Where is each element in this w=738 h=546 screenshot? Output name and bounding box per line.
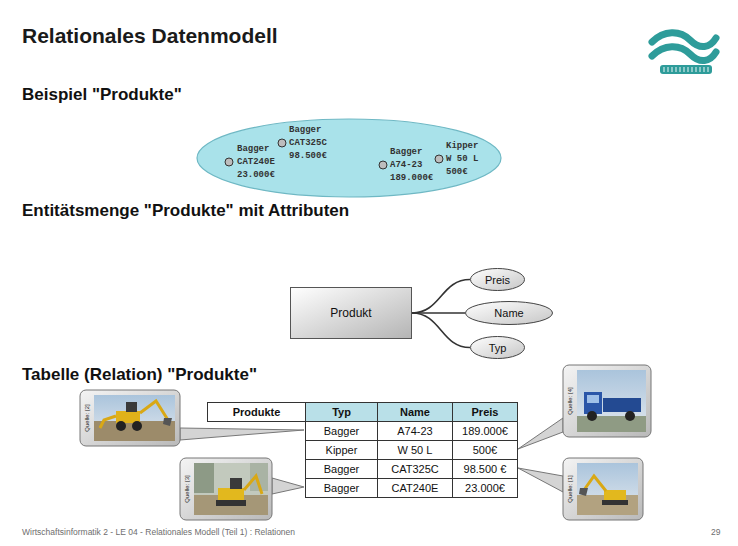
table-cell-frame: 500€ [452,440,518,460]
column-header: Name [400,406,430,418]
photo-callout [518,458,643,520]
column-header: Typ [332,406,351,418]
table-cell: Bagger [324,425,359,437]
entity-rect [291,288,412,339]
table-cell-frame: Produkte [207,402,306,422]
node-text-holder: Typ [489,342,507,354]
attribute-link [412,280,470,314]
table-cell-frame: A74-23 [377,421,453,441]
table-cell-frame: CAT325C [377,459,453,479]
table-cell-frame: Typ [305,402,378,422]
logo [652,33,716,74]
table-cell-frame: Bagger [305,421,378,441]
slide-title: Relationales Datenmodell [22,24,278,48]
attribute-name: Name [494,307,523,319]
table-cell-frame: 189.000€ [452,421,518,441]
page-number: 29 [711,527,720,537]
attribute-ellipse: Name [465,301,553,325]
table-cell-frame: Bagger [305,478,378,498]
title-holder: Relationales Datenmodell [22,24,278,48]
set-ellipse [197,119,501,197]
footer-text: Wirtschaftsinformatik 2 - LE 04 - Relati… [22,527,295,537]
label-holder: Quelle: [2] [84,404,90,431]
attribute-ellipse: Preis [470,268,525,291]
label-holder: Beispiel "Produkte" [22,86,182,105]
entity-item: Bagger CAT325C 98.500€ [289,124,332,163]
entity-marker [225,158,233,166]
entity-item: Kipper W 50 L 500€ [446,140,489,179]
entity-box: Produkt [290,287,412,339]
table-cell: A74-23 [397,425,432,437]
item-holder: Kipper W 50 L 500€ [446,140,489,179]
table-cell: CAT240E [392,482,439,494]
column-header: Preis [472,406,499,418]
label-holder: Entitätsmenge "Produkte" mit Attributen [22,202,349,221]
label-holder: Quelle: [3] [184,475,190,502]
table-cell: Bagger [324,463,359,475]
node-text-holder: Preis [485,274,510,286]
image-source: Quelle: [3] [184,475,190,502]
label-holder: Quelle: [4] [567,387,573,414]
image-source: Quelle: [2] [84,404,90,431]
entity-set-ellipse: Bagger CAT240E 23.000€Bagger CAT325C 98.… [196,118,502,198]
table-cell-frame: 23.000€ [452,478,518,498]
entity-item: Bagger A74-23 189.000€ [390,146,433,185]
photo-callout [180,458,304,520]
label-holder: Wirtschaftsinformatik 2 - LE 04 - Relati… [22,527,295,537]
item-holder: Bagger CAT325C 98.500€ [289,124,332,163]
table-name: Produkte [233,406,281,418]
photo-callout [518,365,651,449]
label-holder: 29 [711,527,720,537]
attribute-outline [466,302,553,325]
image-source: Quelle: [1] [567,475,573,502]
table-cell: W 50 L [398,444,433,456]
entity-marker [379,161,387,169]
attribute-outline [471,337,525,359]
table-cell: CAT325C [391,463,438,475]
entity-marker [435,155,443,163]
table-cell-frame: W 50 L [377,440,453,460]
section-heading: Entitätsmenge "Produkte" mit Attributen [22,202,349,221]
table-cell: 98.500 € [464,463,507,475]
image-source: Quelle: [4] [567,387,573,414]
section-heading: Beispiel "Produkte" [22,86,182,105]
label-holder: Tabelle (Relation) "Produkte" [22,366,257,385]
table-cell-frame: CAT240E [377,478,453,498]
entity-marker [278,139,286,147]
attribute-name: Typ [489,342,507,354]
label-holder: Quelle: [1] [567,475,573,502]
table-cell: 500€ [473,444,497,456]
table-cell-frame: Bagger [305,459,378,479]
table-cell: Bagger [324,482,359,494]
table-cell-frame: Kipper [305,440,378,460]
table-cell-frame: 98.500 € [452,459,518,479]
attribute-ellipse: Typ [470,336,525,359]
entity-name: Produkt [330,306,371,320]
table-cell: 23.000€ [465,482,505,494]
attribute-outline [471,269,525,291]
item-holder: Bagger CAT240E 23.000€ [237,143,280,182]
entity-item: Bagger CAT240E 23.000€ [237,143,280,182]
table-cell-frame: Preis [452,402,518,422]
item-holder: Bagger A74-23 189.000€ [390,146,433,185]
table-cell: 189.000€ [462,425,508,437]
node-text-holder: Produkt [330,306,371,320]
table-cell: Kipper [326,444,358,456]
attribute-link [412,313,470,348]
section-heading: Tabelle (Relation) "Produkte" [22,366,257,385]
attribute-name: Preis [485,274,510,286]
node-text-holder: Name [494,307,523,319]
table-cell-frame: Name [377,402,453,422]
